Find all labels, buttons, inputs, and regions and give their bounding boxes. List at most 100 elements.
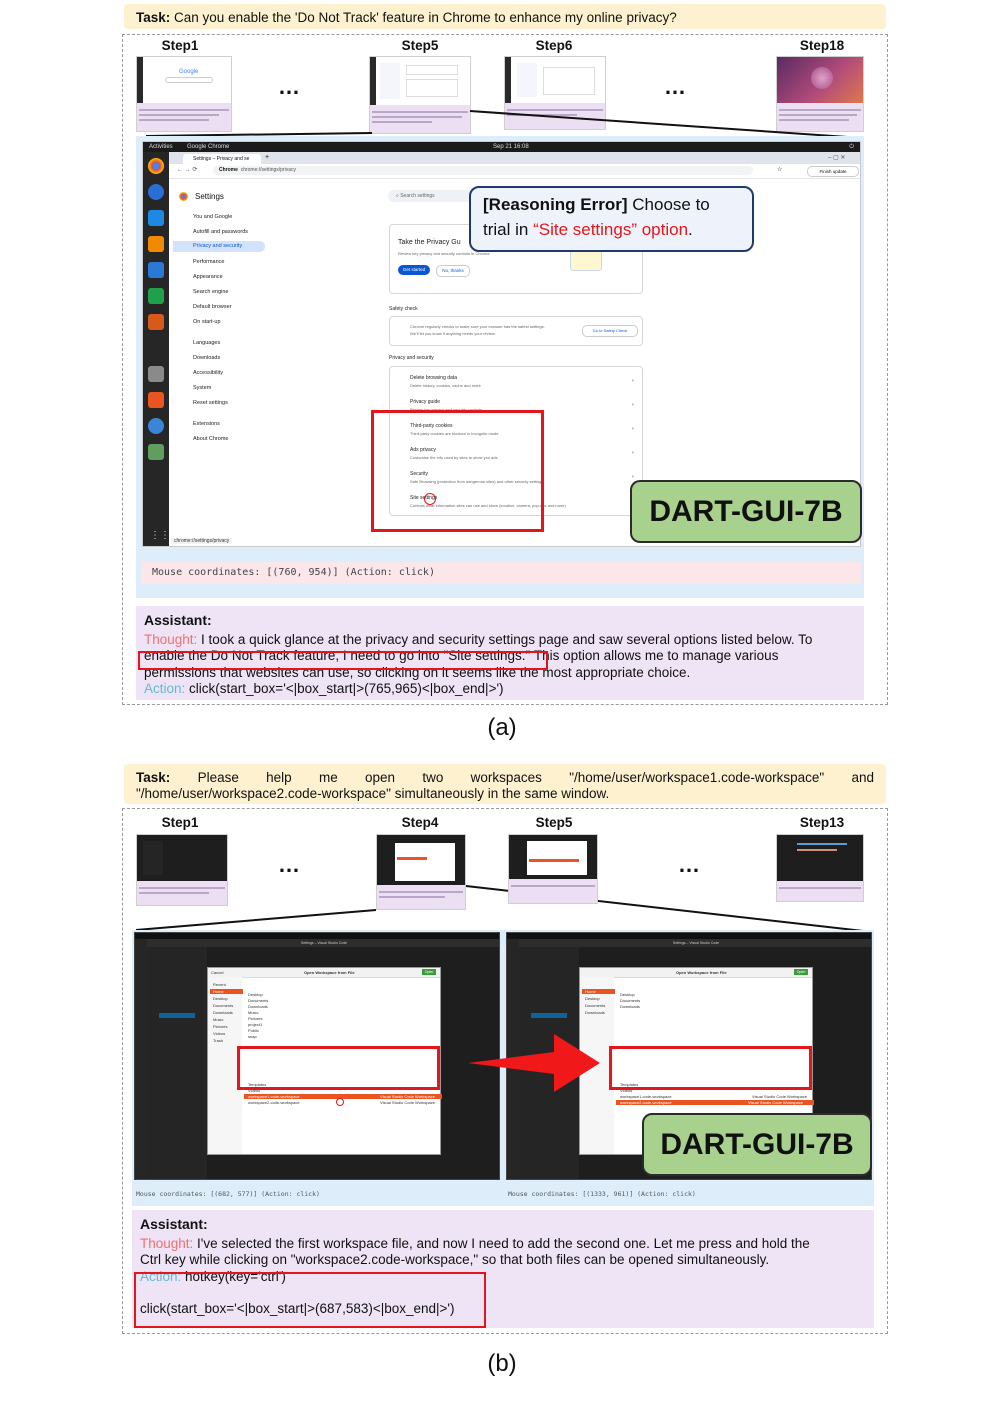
reasoning-error-callout: [Reasoning Error] Choose to trial in “Si… [469,186,754,252]
place-item[interactable]: Music [213,1017,224,1022]
step-thumbnail [504,56,606,130]
sidebar-item-autofill[interactable]: Autofill and passwords [193,229,249,235]
no-thanks-button[interactable]: No, thanks [436,265,470,277]
assistant-label: Assistant: [140,1216,208,1232]
vscode-icon[interactable] [148,210,164,226]
file-item[interactable]: Templates [620,1082,639,1087]
go-to-safety-check-button[interactable]: Go to Safety Check [582,325,638,337]
place-item-home[interactable]: Home [582,989,615,994]
thought-label: Thought: [144,631,198,647]
activities-label[interactable]: Activities [149,144,173,150]
sidebar-item-system[interactable]: System [193,385,212,391]
calc-icon[interactable] [148,288,164,304]
sidebar-item-extensions[interactable]: Extensions [193,421,220,427]
open-button[interactable]: Open [422,969,436,975]
tab-bar [169,152,860,164]
sidebar-item-languages[interactable]: Languages [193,340,221,346]
thought-text: Ctrl key while clicking on "workspace2.c… [140,1252,770,1267]
tab-settings[interactable]: Settings – Privacy and se [183,154,261,164]
get-started-button[interactable]: Get started [398,265,430,275]
file-item[interactable]: Desktop [248,992,263,997]
place-item[interactable]: Downloads [585,1010,605,1015]
place-item[interactable]: Documents [585,1003,606,1008]
place-item[interactable]: Videos [213,1031,226,1036]
caption-b: (b) [487,1350,517,1377]
file-item[interactable]: Videos [620,1088,633,1093]
place-item[interactable]: Desktop [213,996,228,1001]
privacy-row[interactable]: Delete browsing data Delete history, coo… [410,375,634,388]
place-item[interactable]: Trash [213,1038,224,1043]
impress-icon[interactable] [148,314,164,330]
cancel-button[interactable]: Cancel [211,970,224,975]
file-item[interactable]: project1 [248,1022,263,1027]
finish-update-button[interactable]: Finish update [807,166,859,177]
new-tab-button[interactable]: + [265,154,270,161]
file-item[interactable]: snap [248,1034,257,1039]
power-icon[interactable]: ⏻ [849,144,854,150]
apps-grid-icon[interactable]: ⋮⋮ [150,530,170,541]
chevron-right-icon: › [632,474,634,480]
privacy-row[interactable]: Security Safe Browsing (protection from … [410,471,634,484]
star-icon[interactable]: ☆ [777,167,783,173]
file-item[interactable]: Documents [620,998,641,1003]
task-text: Please help me open two workspaces "/hom… [197,770,874,785]
privacy-row[interactable]: Ads privacy Customise the info used by s… [410,447,634,460]
file-item[interactable]: Videos [248,1088,261,1093]
sidebar-active-highlight [173,241,265,252]
thunderbird-icon[interactable] [148,184,164,200]
sidebar-item-privacy[interactable]: Privacy and security [193,243,243,249]
privacy-row[interactable]: Third-party cookies Third-party cookies … [410,423,634,436]
window-controls[interactable]: – ▢ ✕ [828,155,846,161]
sidebar-item-downloads[interactable]: Downloads [193,355,221,361]
place-item[interactable]: Desktop [585,996,600,1001]
model-badge: DART-GUI-7B [642,1113,872,1176]
trash-icon[interactable] [148,444,164,460]
thought-text: I've selected the first workspace file, … [193,1235,810,1251]
step-label: Step1 [161,815,199,830]
place-item[interactable]: Pictures [213,1024,228,1029]
file-item[interactable]: Desktop [620,992,635,997]
file-item[interactable]: Public [248,1028,259,1033]
sidebar-item-you-and-google[interactable]: You and Google [193,214,233,220]
help-icon[interactable] [148,418,164,434]
cursor-target-icon [336,1098,344,1106]
step-label: Step18 [799,38,845,53]
sidebar-item-performance[interactable]: Performance [193,259,225,265]
nav-buttons[interactable]: ← → ⟳ [177,167,198,173]
step-thumbnail [776,834,864,902]
sidebar-item-accessibility[interactable]: Accessibility [193,370,223,376]
software-icon[interactable] [148,392,164,408]
chrome-icon[interactable] [148,158,164,174]
writer-icon[interactable] [148,262,164,278]
file-item[interactable]: Music [248,1010,259,1015]
vlc-icon[interactable] [148,236,164,252]
file-item[interactable]: Templates [248,1082,267,1087]
open-button[interactable]: Open [794,969,808,975]
place-item[interactable]: Recent [213,982,226,987]
action-highlight-box [134,1272,486,1328]
file-item[interactable]: Downloads [620,1004,640,1009]
place-item[interactable]: Downloads [213,1010,233,1015]
sidebar-item-appearance[interactable]: Appearance [193,274,223,280]
address-bar[interactable]: Chrome chrome://settings/privacy [213,166,753,175]
file-item[interactable]: Pictures [248,1016,263,1021]
sidebar-item-search-engine[interactable]: Search engine [193,289,229,295]
files-icon[interactable] [148,366,164,382]
sidebar-item-about[interactable]: About Chrome [193,436,229,442]
file-item[interactable]: Downloads [248,1004,268,1009]
sidebar-item-reset[interactable]: Reset settings [193,400,228,406]
panel-b-frame [122,808,888,1334]
file-item[interactable]: Documents [248,998,269,1003]
sidebar-item-default-browser[interactable]: Default browser [193,304,232,310]
sidebar-item-on-startup[interactable]: On start-up [193,319,221,325]
privacy-list-card: Delete browsing data Delete history, coo… [389,366,643,516]
place-item-home[interactable]: Home [210,989,243,994]
privacy-row-site-settings[interactable]: Site settings Controls what information … [410,493,566,508]
settings-logo-icon [179,192,188,201]
privacy-row[interactable]: Privacy guide Review key privacy and sec… [410,399,634,412]
place-item[interactable]: Documents [213,1003,234,1008]
